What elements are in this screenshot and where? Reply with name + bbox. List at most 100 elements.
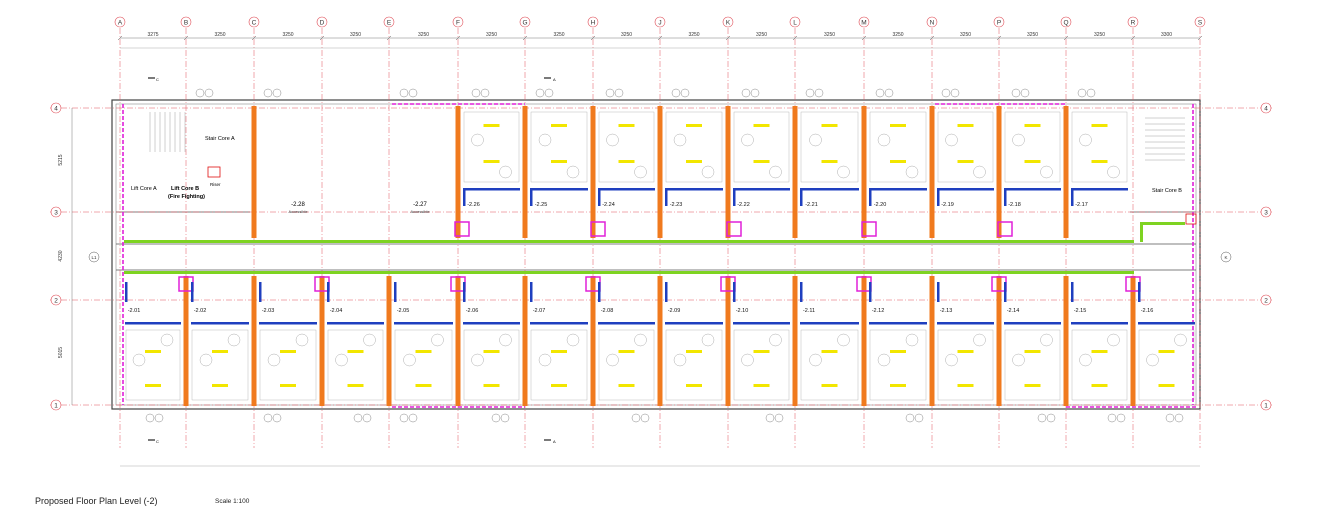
ref-bubble-top-a-8 (805, 88, 815, 98)
furniture-table-north-5 (837, 165, 850, 179)
furniture-outline-6 (530, 329, 588, 401)
grid-label-S: S (1198, 20, 1203, 27)
bed-yellow-south-a-9 (753, 350, 770, 353)
partition-blue-south-14 (1071, 322, 1128, 325)
room-label-south-5: -2.06 (466, 308, 479, 314)
riser-shaft-north-0 (454, 221, 470, 237)
bed-yellow-north-a-3 (686, 124, 702, 127)
ref-bubble-top-b-2 (408, 88, 418, 98)
bed-yellow-south-a-3 (347, 350, 364, 353)
furniture-outline-15 (1138, 329, 1195, 401)
partition-blue-north-1 (530, 188, 588, 191)
furniture-table-north-0 (499, 165, 512, 179)
grid-bubble-Q (1060, 16, 1072, 28)
furniture-table-1 (227, 333, 241, 347)
grid-bubble-K (722, 16, 734, 28)
partition-blue-north-side-1 (530, 190, 533, 206)
dimension-col-13: 3250 (1027, 32, 1038, 38)
furniture-outline-10 (800, 329, 859, 401)
furniture-table-11 (905, 333, 919, 347)
furniture-chair-12 (945, 353, 958, 367)
bed-yellow-north-b-1 (551, 160, 567, 163)
furniture-chair-10 (809, 353, 822, 367)
bed-yellow-north-a-8 (1024, 124, 1041, 127)
ref-bubble-top-b-4 (544, 88, 554, 98)
bed-yellow-south-b-0 (145, 384, 161, 387)
partition-blue-north-side-3 (665, 190, 668, 206)
plan-title: Proposed Floor Plan Level (-2) (35, 496, 158, 506)
partition-orange-south-7 (861, 276, 867, 406)
bed-yellow-south-b-13 (1024, 384, 1041, 387)
bed-yellow-south-b-10 (821, 384, 838, 387)
partition-orange-south-5 (725, 276, 731, 406)
ref-bubble-top-b-7 (750, 88, 760, 98)
building-outline-inner (115, 103, 1197, 406)
dimension-col-0: 3275 (147, 32, 158, 38)
furniture-table-north-8 (1040, 165, 1053, 179)
furniture-table-13 (1040, 333, 1053, 347)
ref-bubble-bottom-a-0 (145, 413, 155, 423)
furniture-chair-north-9 (1079, 133, 1092, 147)
bed-yellow-north-b-2 (618, 160, 635, 163)
bed-yellow-south-a-10 (821, 350, 838, 353)
dimension-tick-14 (1063, 35, 1069, 41)
partition-green-core-b-top (1140, 222, 1185, 225)
ref-bubble-top-a-9 (875, 88, 885, 98)
ref-bubble-bottom-a-2 (353, 413, 363, 423)
grid-bubble-A (114, 16, 126, 28)
bed-yellow-north-b-6 (890, 160, 906, 163)
wall-layer (111, 99, 1201, 410)
partition-orange-south-6 (792, 276, 798, 406)
dimension-col-5: 3250 (486, 32, 497, 38)
partition-blue-north-side-8 (1004, 190, 1007, 206)
room-label-north-5: -2.21 (805, 202, 818, 208)
furniture-chair-north-4 (741, 133, 754, 147)
grid-label-C: C (252, 20, 257, 27)
section-marker-a-top: A (553, 77, 556, 82)
room-label-south-12: -2.13 (940, 308, 953, 314)
furniture-chair-north-7 (945, 133, 958, 147)
ref-bubble-top-a-10 (941, 88, 951, 98)
furniture-chair-5 (471, 353, 484, 367)
partition-orange-north-8 (929, 106, 935, 238)
ref-bubble-top-a-1 (263, 88, 273, 98)
dimension-tick-1 (183, 35, 189, 41)
furniture-chair-2 (267, 353, 281, 367)
bed-yellow-south-a-2 (280, 350, 296, 353)
ref-bubble-top-b-9 (884, 88, 894, 98)
ref-bubble-bottom-b-9 (1116, 413, 1126, 423)
partition-orange-south-2 (522, 276, 528, 406)
label-lift-core-a: Lift Core A (131, 186, 157, 192)
furniture-chair-north-8 (1012, 133, 1025, 147)
furniture-chair-9 (741, 353, 754, 367)
furniture-table-4 (431, 333, 444, 347)
partition-orange-north-6 (792, 106, 798, 238)
furniture-chair-13 (1012, 353, 1025, 367)
furniture-table-north-1 (566, 165, 580, 179)
furniture-outline-north-3 (665, 111, 723, 183)
partition-blue-south-side-13 (1004, 282, 1007, 302)
partition-green-south (124, 271, 1134, 274)
furniture-table-3 (363, 333, 376, 347)
furniture-outline-4 (394, 329, 453, 401)
ref-bubble-top-a-2 (399, 88, 409, 98)
partition-blue-north-side-4 (733, 190, 736, 206)
ref-bubble-bottom-b-1 (272, 413, 282, 423)
partition-blue-north-3 (665, 188, 723, 191)
ref-bubble-top-b-5 (614, 88, 624, 98)
dimension-tick-7 (590, 35, 596, 41)
room-label-south-1: -2.02 (194, 308, 207, 314)
grid-bubble-F (452, 16, 464, 28)
partition-blue-south-side-7 (598, 282, 601, 302)
partition-blue-north-6 (869, 188, 927, 191)
furniture-chair-1 (199, 353, 213, 367)
room-label-north-1: -2.25 (535, 202, 548, 208)
partition-blue-south-side-11 (869, 282, 872, 302)
ref-bubble-bottom-a-9 (1107, 413, 1117, 423)
furniture-table-14 (1107, 333, 1120, 347)
elevation-bubble-right (1220, 251, 1232, 263)
bed-yellow-north-a-2 (618, 124, 635, 127)
bed-yellow-north-a-4 (753, 124, 770, 127)
partition-orange-north-3 (590, 106, 596, 238)
